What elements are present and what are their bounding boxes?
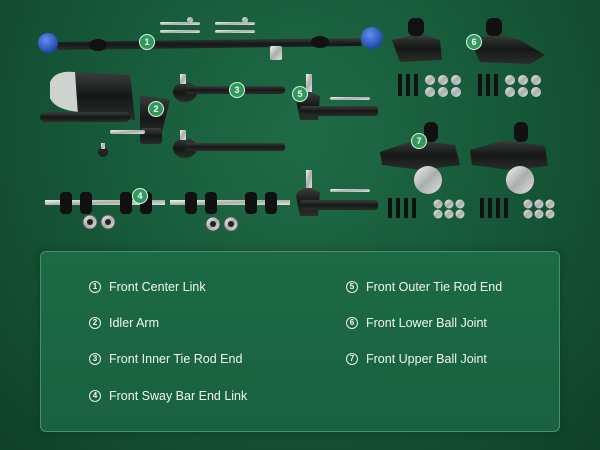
- part-marker-1: 1: [139, 34, 155, 50]
- legend-item-6: 6 Front Lower Ball Joint: [346, 316, 487, 330]
- part-marker-7: 7: [411, 133, 427, 149]
- legend-item-7: 7 Front Upper Ball Joint: [346, 352, 487, 366]
- idler-arm: [40, 71, 170, 157]
- legend-label: Front Inner Tie Rod End: [109, 352, 243, 366]
- center-link: [38, 17, 383, 60]
- upper-ball-joints: [380, 122, 555, 219]
- legend-label: Front Center Link: [109, 280, 206, 294]
- legend-item-1: 1 Front Center Link: [89, 280, 206, 294]
- legend-number-icon: 2: [89, 317, 101, 329]
- legend-number-icon: 3: [89, 353, 101, 365]
- part-marker-4: 4: [132, 188, 148, 204]
- legend-item-4: 4 Front Sway Bar End Link: [89, 389, 247, 403]
- outer-tie-rod-ends: [296, 74, 378, 216]
- parts-illustration: [38, 17, 555, 232]
- legend-label: Front Sway Bar End Link: [109, 389, 248, 403]
- legend-label: Idler Arm: [109, 316, 160, 330]
- legend-number-icon: 6: [346, 317, 358, 329]
- legend-number-icon: 7: [346, 353, 358, 365]
- legend-item-5: 5 Front Outer Tie Rod End: [346, 280, 502, 294]
- legend-number-icon: 4: [89, 390, 101, 402]
- parts-legend: 1 Front Center Link 2 Idler Arm 3 Front …: [40, 251, 560, 432]
- part-marker-6: 6: [466, 34, 482, 50]
- lower-ball-joints: [392, 18, 545, 97]
- legend-label: Front Upper Ball Joint: [366, 352, 487, 366]
- sway-bar-end-links: [45, 192, 290, 232]
- legend-number-icon: 1: [89, 281, 101, 293]
- legend-item-3: 3 Front Inner Tie Rod End: [89, 352, 242, 366]
- part-marker-3: 3: [229, 82, 245, 98]
- legend-item-2: 2 Idler Arm: [89, 316, 159, 330]
- legend-label: Front Lower Ball Joint: [366, 316, 487, 330]
- part-marker-5: 5: [292, 86, 308, 102]
- legend-label: Front Outer Tie Rod End: [366, 280, 503, 294]
- part-marker-2: 2: [148, 101, 164, 117]
- legend-number-icon: 5: [346, 281, 358, 293]
